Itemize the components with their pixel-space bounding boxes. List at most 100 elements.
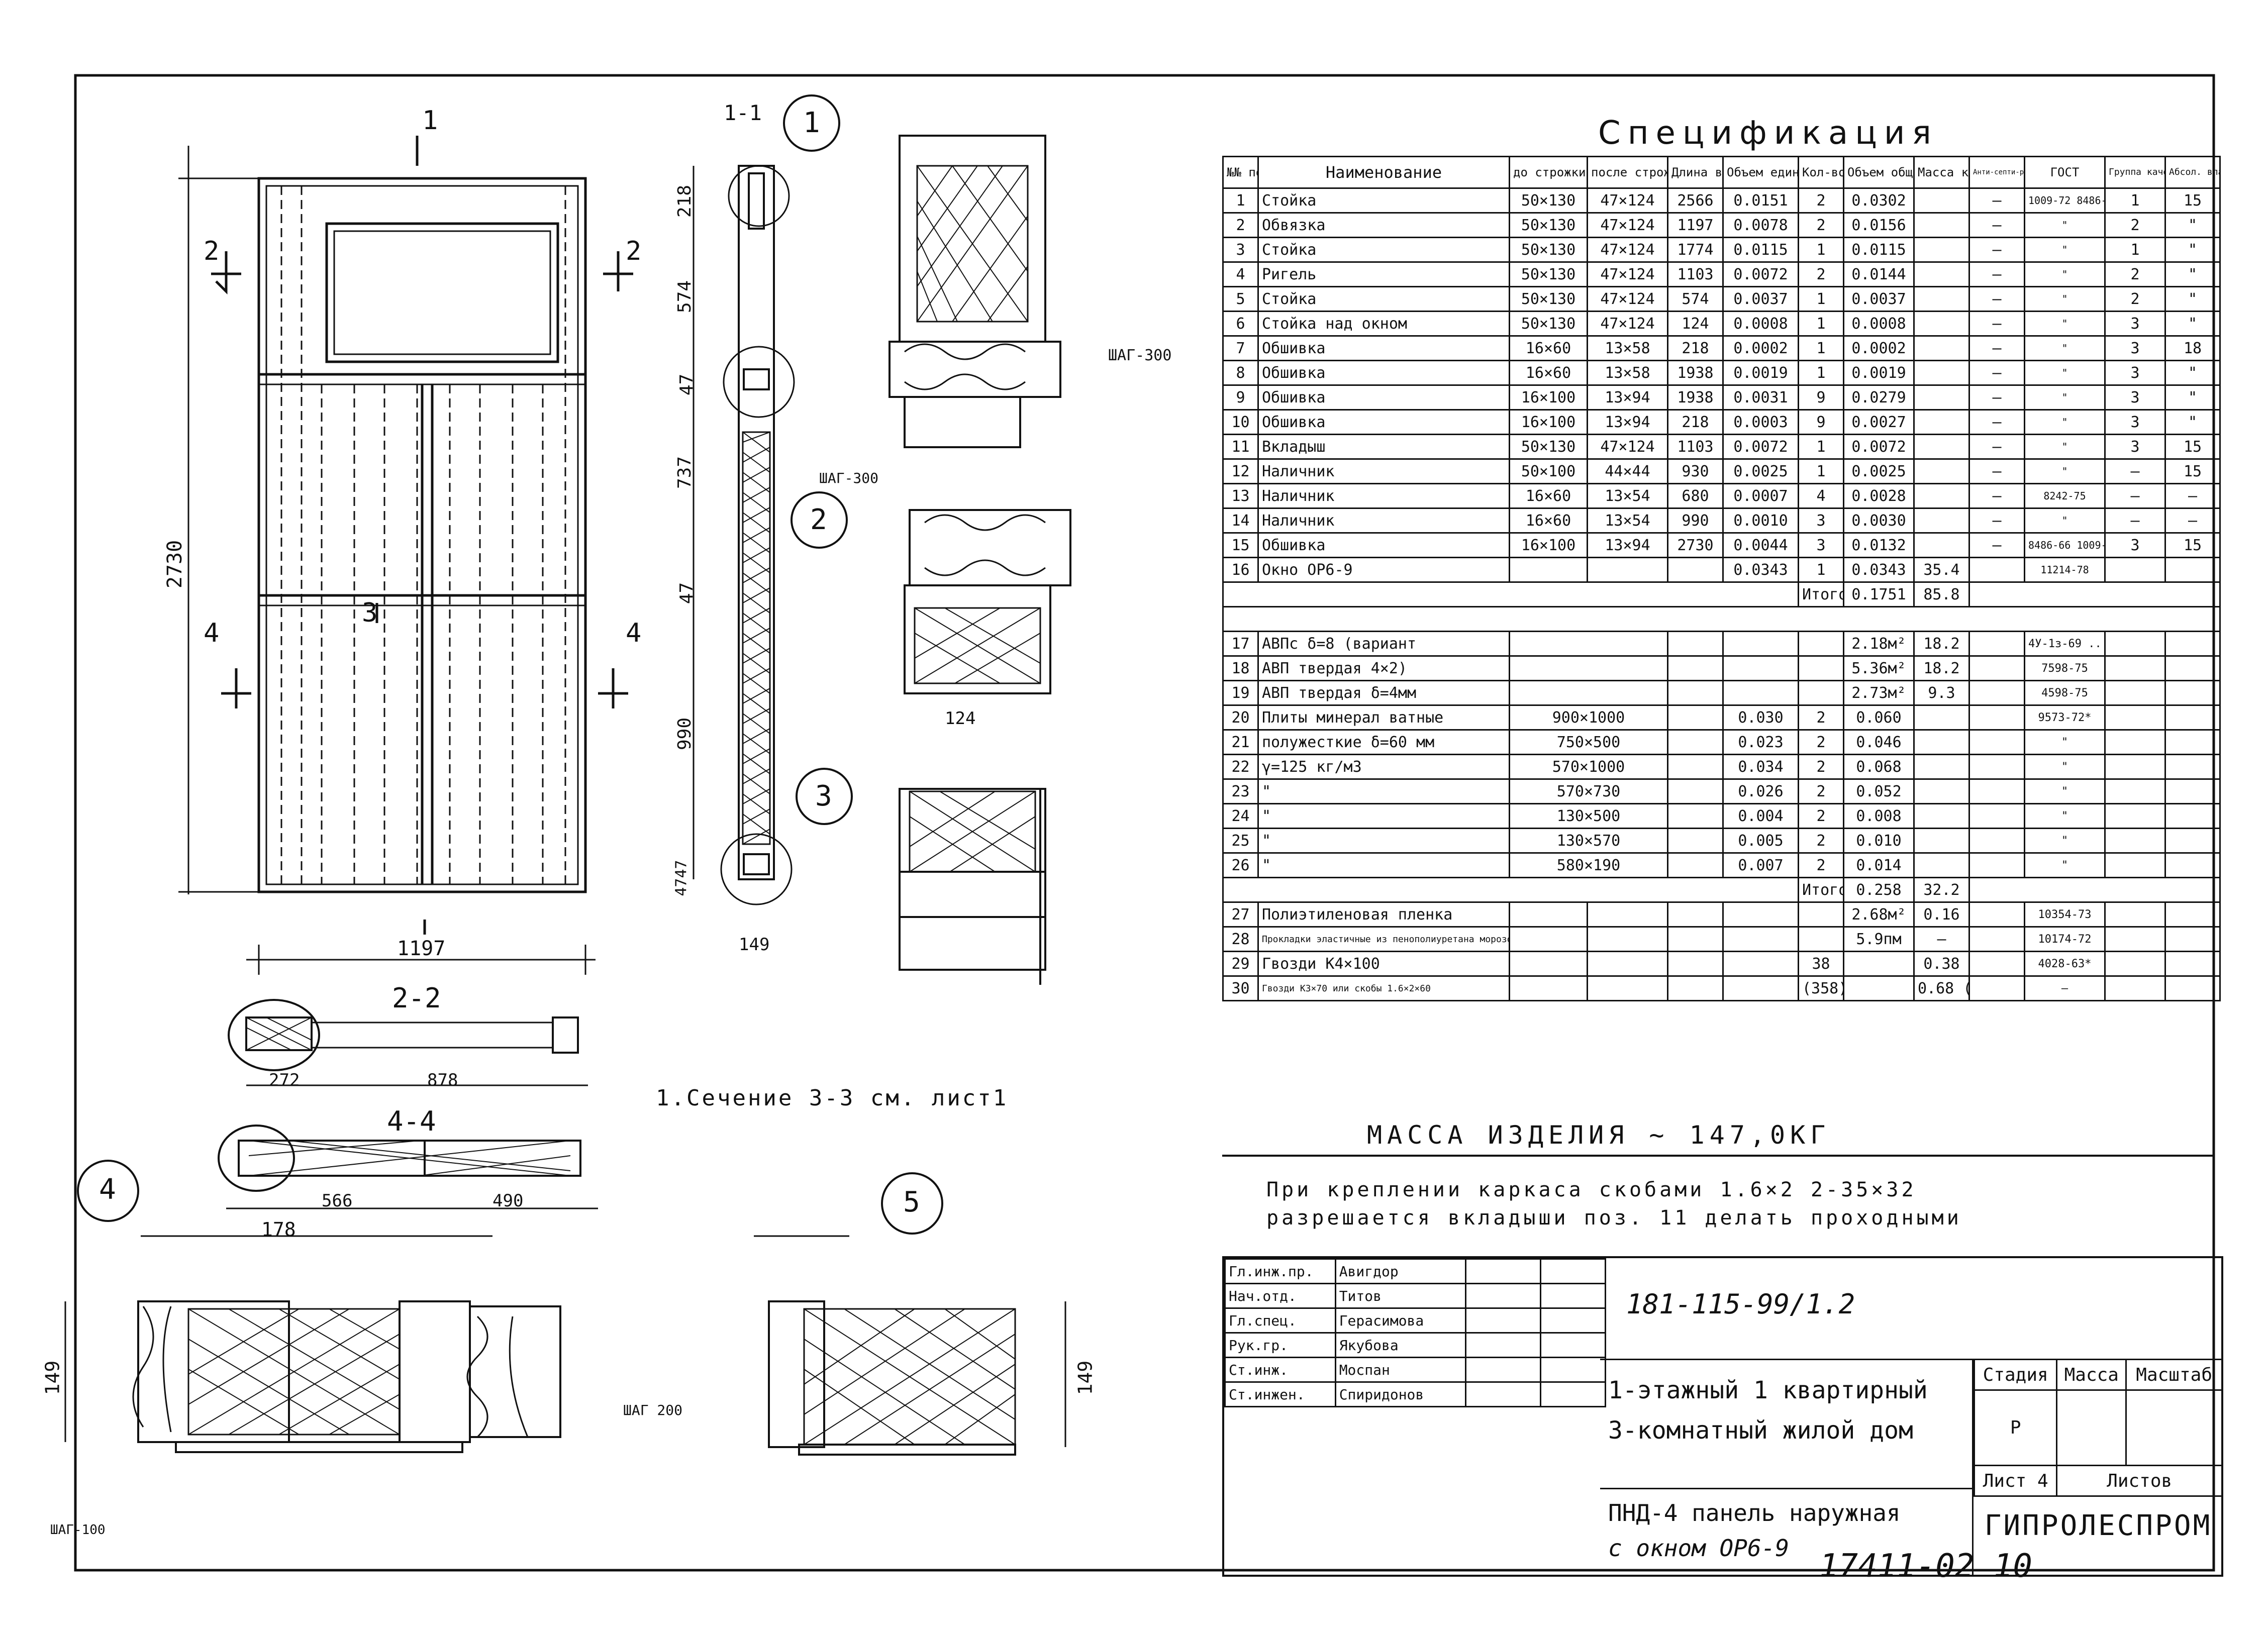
col-num: №№ поз xyxy=(1222,156,1259,189)
fastening-note-line2: разрешается вкладыши поз. 11 делать прох… xyxy=(1266,1206,1962,1230)
row-before: 16×60 xyxy=(1509,483,1588,509)
row-qty: 9 xyxy=(1798,384,1844,411)
row-mass: 9.3 xyxy=(1913,680,1970,706)
row-num: 29 xyxy=(1222,951,1259,977)
row-group xyxy=(2104,704,2166,731)
row-gost: 8486-66 1009-72 xyxy=(2024,532,2106,558)
row-group xyxy=(2104,680,2166,706)
row-antiseptic: — xyxy=(1968,458,2025,484)
itogo-mass: 85.8 xyxy=(1913,581,1970,607)
staff-name: Якубова xyxy=(1334,1332,1467,1358)
row-qty: 9 xyxy=(1798,409,1844,435)
staff-signature xyxy=(1465,1381,1541,1407)
project-line2: 3-комнатный жилой дом xyxy=(1608,1416,1913,1445)
row-length xyxy=(1667,631,1724,657)
row-group xyxy=(2104,951,2166,977)
row-name: " xyxy=(1257,778,1510,804)
row-mass xyxy=(1913,384,1970,411)
row-num: 24 xyxy=(1222,803,1259,829)
row-name: АВПс δ=8 (вариант xyxy=(1257,631,1510,657)
row-total-volume: 0.0072 xyxy=(1843,434,1915,460)
row-name: Полиэтиленовая пленка xyxy=(1257,901,1510,928)
row-num: 18 xyxy=(1222,655,1259,681)
sheets-total: Листов xyxy=(2056,1465,2223,1497)
row-before: 50×130 xyxy=(1509,261,1588,287)
row-num: 6 xyxy=(1222,311,1259,337)
row-length xyxy=(1667,729,1724,755)
dim-737: 737 xyxy=(674,456,696,489)
row-mass xyxy=(1913,360,1970,386)
row-num: 30 xyxy=(1222,975,1259,1001)
row-volume: 0.0072 xyxy=(1722,434,1799,460)
row-moisture xyxy=(2164,704,2221,731)
row-qty: 1 xyxy=(1798,360,1844,386)
itogo-blank xyxy=(1222,877,1799,903)
staff-role: Нач.отд. xyxy=(1224,1283,1336,1309)
row-after: 47×124 xyxy=(1587,187,1668,214)
row-after xyxy=(1587,926,1668,952)
row-gost: 10354-73 xyxy=(2024,901,2106,928)
panel-elevation xyxy=(178,136,633,975)
row-before: 16×100 xyxy=(1509,409,1588,435)
row-before: 50×130 xyxy=(1509,434,1588,460)
row-length: 1197 xyxy=(1667,212,1724,238)
row-num: 15 xyxy=(1222,532,1259,558)
sheet-name: ПНД-4 панель наружная с окном ОР6-9 xyxy=(1600,1489,1972,1575)
row-group: 3 xyxy=(2104,434,2166,460)
node-details-1-3 xyxy=(783,94,1071,985)
row-total-volume: 0.008 xyxy=(1843,803,1915,829)
step-300-top: ШАГ-300 xyxy=(1108,347,1172,364)
row-volume xyxy=(1722,951,1799,977)
scale-label: Масштаб xyxy=(2125,1359,2223,1391)
row-gost: " xyxy=(2024,754,2106,780)
row-total-volume: 5.36м² xyxy=(1843,655,1915,681)
row-group: 1 xyxy=(2104,187,2166,214)
row-moisture xyxy=(2164,655,2221,681)
row-antiseptic: — xyxy=(1968,237,2025,263)
row-volume: 0.0072 xyxy=(1722,261,1799,287)
row-volume xyxy=(1722,975,1799,1001)
row-gost: 1009-72 8486-66 xyxy=(2024,187,2106,214)
row-volume: 0.0007 xyxy=(1722,483,1799,509)
row-mass xyxy=(1913,286,1970,312)
cut-label-2-right: 2 xyxy=(626,236,642,266)
row-name: Наличник xyxy=(1257,458,1510,484)
row-moisture: 15 xyxy=(2164,458,2221,484)
step-200: ШАГ 200 xyxy=(623,1402,683,1418)
row-length: 218 xyxy=(1667,335,1724,361)
row-antiseptic xyxy=(1968,778,2025,804)
row-length xyxy=(1667,852,1724,878)
col-mass: Масса кг xyxy=(1913,156,1970,189)
row-antiseptic: — xyxy=(1968,261,2025,287)
project-name: 1-этажный 1 квартирный 3-комнатный жилой… xyxy=(1600,1359,1972,1489)
row-antiseptic xyxy=(1968,680,2025,706)
row-length xyxy=(1667,901,1724,928)
row-antiseptic xyxy=(1968,729,2025,755)
itogo-tail xyxy=(1968,581,2221,607)
col-name: Наименование xyxy=(1257,156,1510,189)
row-volume: 0.007 xyxy=(1722,852,1799,878)
row-gost: " xyxy=(2024,237,2106,263)
row-moisture xyxy=(2164,754,2221,780)
row-mass xyxy=(1913,803,1970,829)
dim-878: 878 xyxy=(427,1070,458,1090)
row-gost: 8242-75 xyxy=(2024,483,2106,509)
row-moisture xyxy=(2164,778,2221,804)
row-antiseptic: — xyxy=(1968,409,2025,435)
row-before xyxy=(1509,901,1588,928)
row-after: 47×124 xyxy=(1587,261,1668,287)
stage-grid: Стадия Масса Масштаб Р Лист 4 Листов xyxy=(1973,1359,2223,1497)
row-num: 27 xyxy=(1222,901,1259,928)
mass-label: Масса xyxy=(2056,1359,2127,1391)
col-length: Длина в мм xyxy=(1667,156,1724,189)
staff-role: Рук.гр. xyxy=(1224,1332,1336,1358)
row-before: 16×100 xyxy=(1509,384,1588,411)
